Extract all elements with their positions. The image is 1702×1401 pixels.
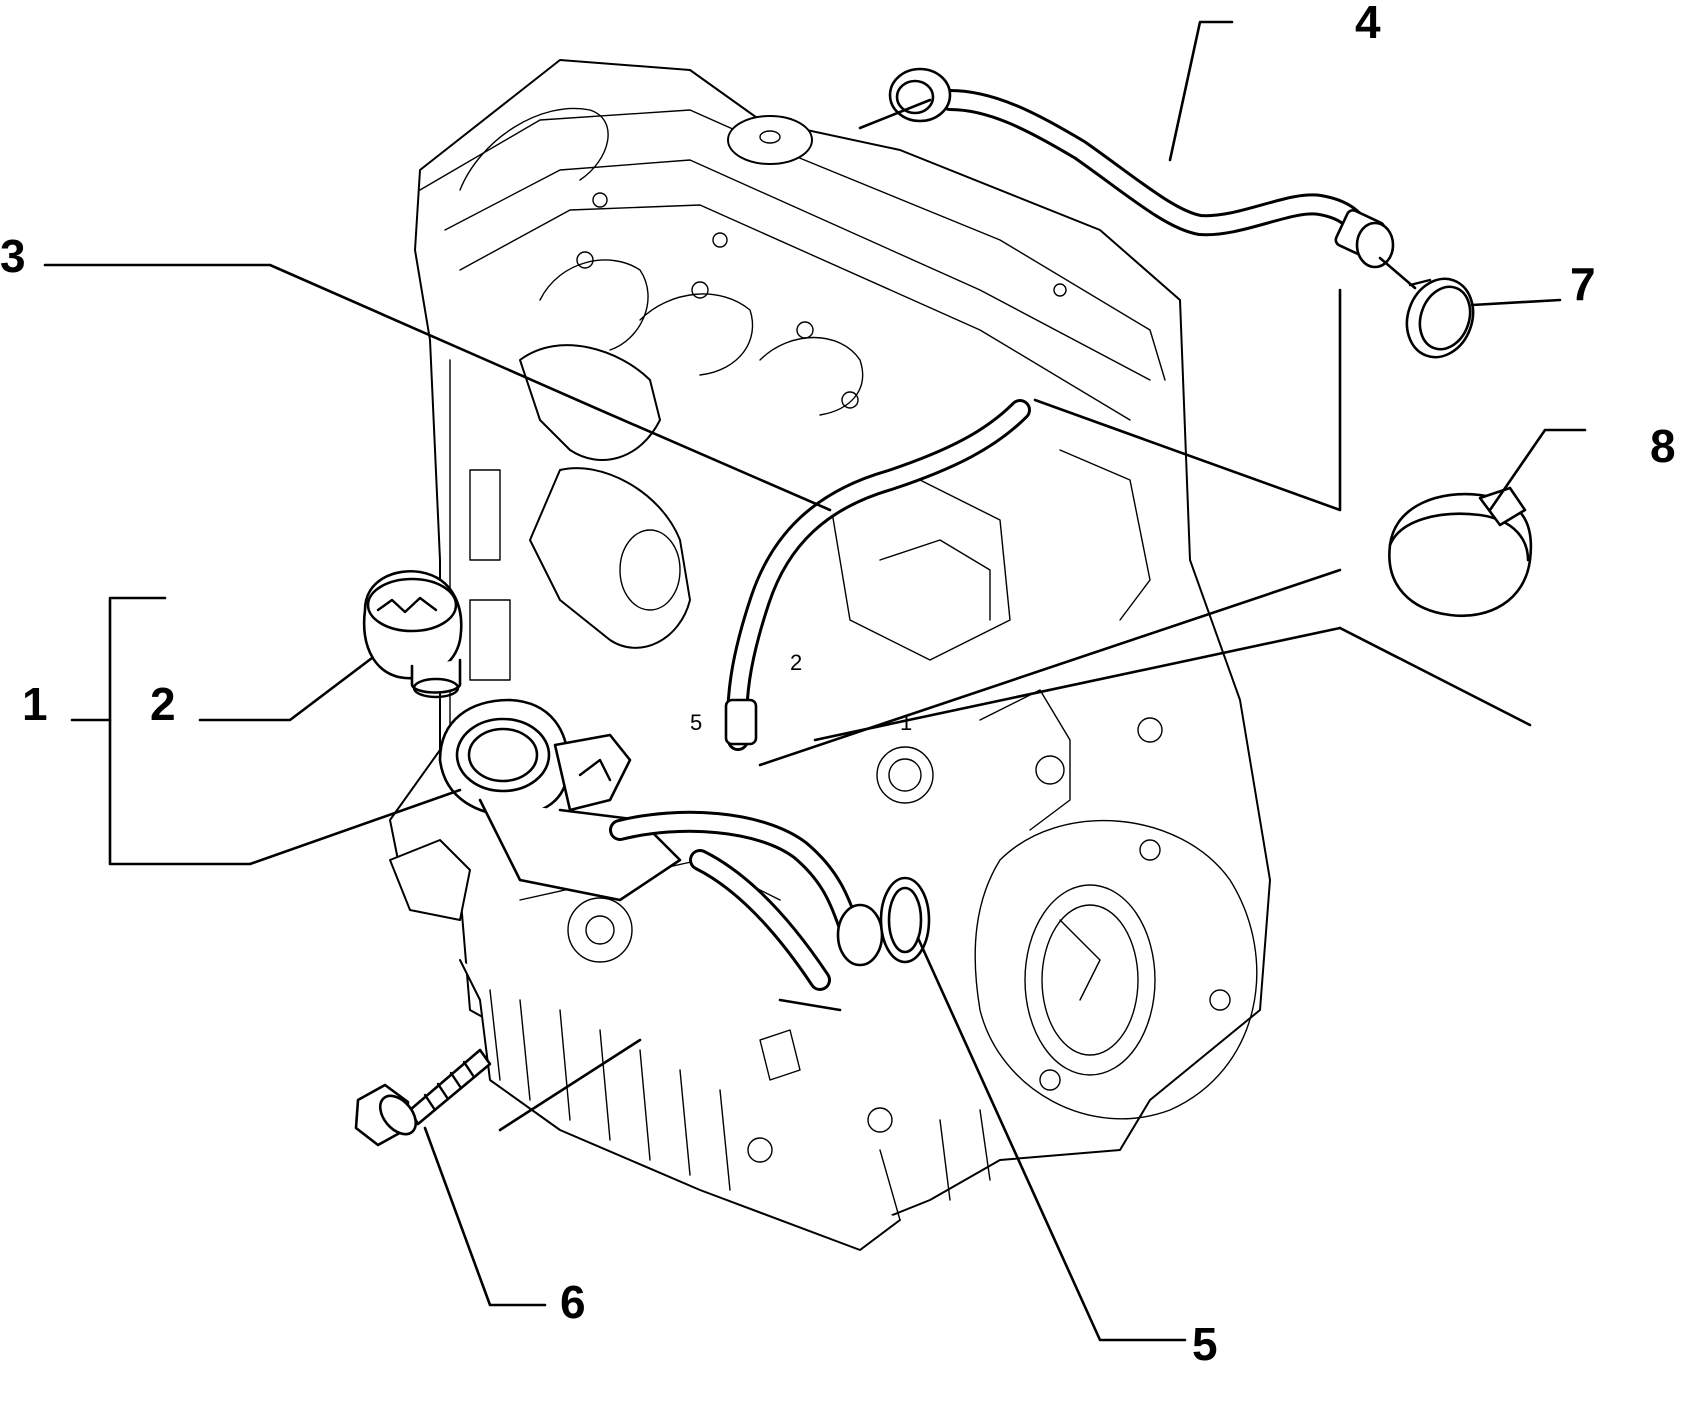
- leader-lines: [43, 20, 1587, 1342]
- part-1-oil-filler-neck: [438, 698, 884, 991]
- callout-3: 3: [0, 230, 26, 282]
- callout-1: 1: [22, 678, 48, 730]
- callout-5: 5: [1192, 1318, 1218, 1370]
- callout-4: 4: [1355, 0, 1381, 48]
- callout-numbers: 1 2 3 4 5 6 7 8: [0, 0, 1676, 1370]
- part-7-clamp: [1405, 277, 1475, 359]
- engine-mark-5: 5: [690, 710, 702, 735]
- callout-2: 2: [150, 678, 176, 730]
- part-5-seal: [879, 876, 931, 964]
- engine-mark-2: 2: [790, 650, 802, 675]
- part-4-vent-pipe: [888, 67, 1395, 269]
- callout-7: 7: [1570, 258, 1596, 310]
- callout-8: 8: [1650, 420, 1676, 472]
- callout-6: 6: [560, 1276, 586, 1328]
- part-2-oil-filler-cap: [362, 569, 463, 699]
- part-6-flange-bolt: [354, 1048, 492, 1147]
- part-3-breather-hose: [724, 399, 1031, 751]
- part-8-band-clamp: [1388, 486, 1533, 618]
- engine-block: 5 2 1: [389, 59, 1271, 1251]
